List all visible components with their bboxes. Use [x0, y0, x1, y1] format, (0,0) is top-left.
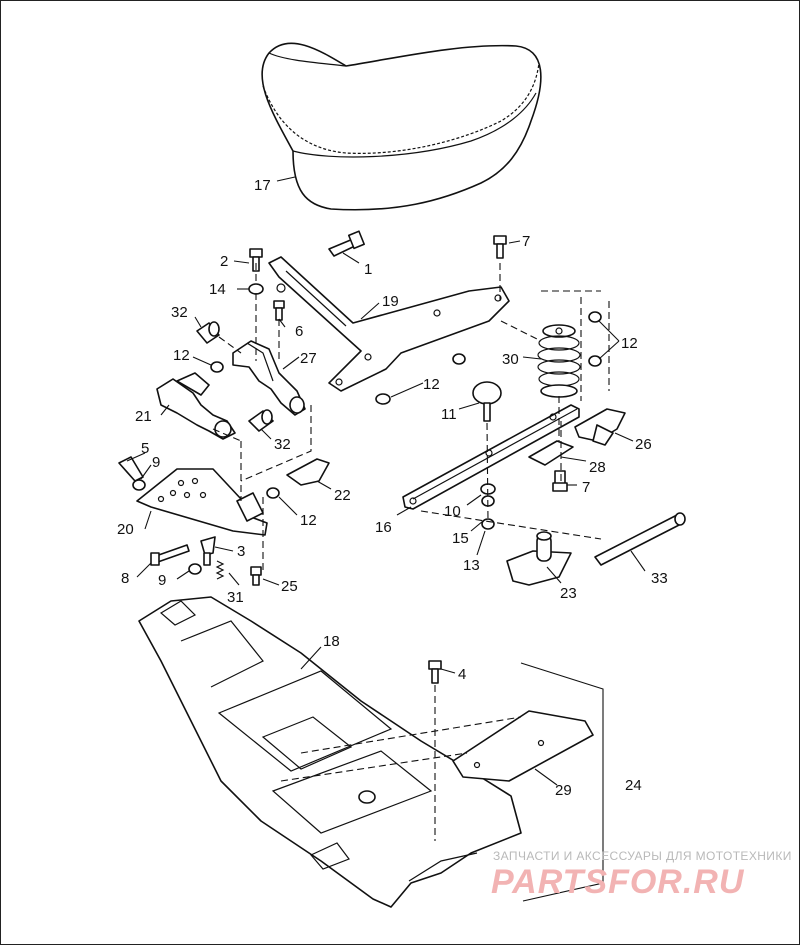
upper-frame-part	[268, 256, 510, 392]
bolt-3-part	[200, 536, 216, 566]
nut-part	[375, 393, 391, 405]
seat-part	[261, 42, 542, 211]
callout-label: 31	[227, 589, 244, 606]
nut-part	[588, 355, 602, 367]
callout-label: 21	[135, 408, 152, 425]
callout-label: 19	[382, 293, 399, 310]
callout-label: 8	[121, 570, 129, 587]
callout-label: 22	[334, 487, 351, 504]
cover-part	[286, 458, 330, 486]
bolt-4-part	[428, 660, 442, 684]
nut-part	[210, 361, 224, 373]
washer-part	[188, 563, 202, 575]
callout-label: 33	[651, 570, 668, 587]
battery-plate-part	[452, 710, 594, 782]
callout-label: 23	[560, 585, 577, 602]
callout-label: 16	[375, 519, 392, 536]
leader-lines	[126, 176, 646, 786]
callout-labels: 1 2 3 4 5 6 7 7 8 9 9 10 11 12 12 12 12 …	[117, 177, 668, 799]
callout-label: 5	[141, 440, 149, 457]
callout-label: 9	[152, 454, 160, 471]
bolt-8-part	[150, 544, 190, 566]
callout-label: 6	[295, 323, 303, 340]
bolt-7-top	[493, 235, 507, 259]
callout-label: 25	[281, 578, 298, 595]
watermark-logo: PARTSFOR.RU	[491, 863, 745, 901]
callout-label: 12	[423, 376, 440, 393]
callout-label: 1	[364, 261, 372, 278]
mount-plate-part	[136, 468, 268, 536]
callout-label: 13	[463, 557, 480, 574]
bracket-27-part	[232, 340, 306, 416]
callout-label: 27	[300, 350, 317, 367]
callout-label: 2	[220, 253, 228, 270]
bolt-5-part	[118, 456, 146, 491]
nut-part	[452, 353, 466, 365]
rod-part	[594, 512, 686, 566]
small-spring-part	[215, 560, 225, 580]
callout-label: 3	[237, 543, 245, 560]
bracket-21-part	[156, 372, 236, 440]
callout-label: 20	[117, 521, 134, 538]
alignment-lines	[212, 263, 610, 841]
callout-label: 12	[300, 512, 317, 529]
callout-label: 4	[458, 666, 466, 683]
callout-label: 24	[625, 777, 642, 794]
callout-label: 32	[274, 436, 291, 453]
callout-label: 12	[621, 335, 638, 352]
bracket-26-part	[574, 408, 626, 446]
callout-label: 10	[444, 503, 461, 520]
callout-label: 29	[555, 782, 572, 799]
spring-part	[537, 324, 581, 398]
lower-rail-part	[402, 404, 580, 510]
callout-label: 26	[635, 436, 652, 453]
bushing-lower-part	[248, 409, 274, 432]
callout-label: 12	[173, 347, 190, 364]
nut-part	[588, 311, 602, 323]
callout-label: 14	[209, 281, 226, 298]
bolt-part	[328, 230, 365, 257]
callout-label: 18	[323, 633, 340, 650]
pad-part	[528, 440, 574, 466]
callout-label: 17	[254, 177, 271, 194]
nut-25-part	[250, 566, 262, 586]
nut-part	[266, 487, 280, 499]
watermark-tagline: ЗАПЧАСТИ И АКСЕССУАРЫ ДЛЯ МОТОТЕХНИКИ	[493, 849, 792, 863]
callout-label: 7	[582, 479, 590, 496]
bushing-part	[196, 321, 220, 344]
callout-label: 9	[158, 572, 166, 589]
callout-label: 30	[502, 351, 519, 368]
lower-frame-part	[138, 596, 522, 908]
callout-24-bracket	[520, 662, 604, 902]
callout-label: 15	[452, 530, 469, 547]
bolt-7-lower	[552, 470, 568, 492]
callout-label: 11	[441, 406, 457, 423]
knob-part	[472, 381, 502, 422]
callout-label: 28	[589, 459, 606, 476]
bracket-23-part	[506, 531, 572, 586]
callout-label: 32	[171, 304, 188, 321]
callout-label: 7	[522, 233, 530, 250]
